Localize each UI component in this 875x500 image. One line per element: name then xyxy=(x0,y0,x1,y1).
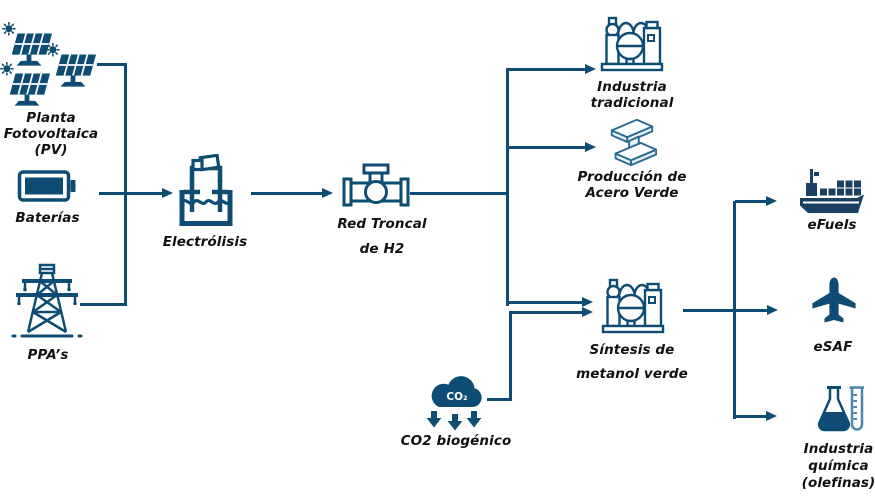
arrowhead-to-electrolysis xyxy=(162,188,173,198)
label-pv-line1: Planta xyxy=(26,110,76,126)
connector-to-methanol xyxy=(508,301,582,304)
connector-left-junction-vertical xyxy=(124,63,127,306)
connector-right-branch-vertical xyxy=(733,201,736,419)
cargo-ship-icon xyxy=(799,167,865,215)
arrowhead-to-esaf xyxy=(767,305,778,315)
label-esaf: eSAF xyxy=(813,339,853,355)
battery-icon xyxy=(17,166,77,206)
arrowhead-to-green-steel xyxy=(585,142,596,152)
arrowhead-to-h2-backbone xyxy=(322,188,333,198)
pipeline-valve-icon xyxy=(341,161,411,213)
arrowhead-to-traditional-industry xyxy=(585,64,596,74)
connector-to-efuels xyxy=(735,200,766,203)
label-h2-backbone: Red Troncal de H2 xyxy=(337,216,427,257)
co2-cloud-label: CO₂ xyxy=(446,391,468,403)
label-green-methanol: Síntesis de metanol verde xyxy=(576,342,688,382)
label-ppa: PPA’s xyxy=(27,347,69,363)
solar-panel-icon xyxy=(0,62,54,108)
connector-co2-elbow xyxy=(487,398,512,401)
solar-panel-icon xyxy=(46,43,100,89)
connector-co2-to-methanol xyxy=(511,311,582,314)
transmission-tower-icon xyxy=(11,262,83,344)
connector-to-green-steel xyxy=(508,146,585,149)
chemical-plant-icon xyxy=(600,10,664,72)
arrowhead-to-methanol xyxy=(582,297,593,307)
label-chemical-industry: Industria química (olefinas) xyxy=(801,441,875,491)
connector-valve-to-branch xyxy=(410,192,509,195)
connector-branch-vertical xyxy=(506,68,509,306)
flask-icon xyxy=(810,384,864,436)
connector-to-chemical-industry xyxy=(735,415,766,418)
label-pv: Planta Fotovoltaica (PV) xyxy=(0,110,102,158)
label-electrolysis: Electrólisis xyxy=(162,234,248,250)
arrowhead-co2-to-methanol xyxy=(582,307,593,317)
connector-batteries-to-electrolysis xyxy=(99,192,162,195)
connector-to-traditional-industry xyxy=(508,68,585,71)
steel-beam-icon xyxy=(604,114,660,168)
arrowhead-to-chemical-industry xyxy=(766,411,777,421)
connector-co2-vertical xyxy=(509,311,512,401)
connector-ppa-elbow xyxy=(80,303,127,306)
chemical-plant-icon xyxy=(601,272,665,334)
label-traditional-industry: Industria tradicional xyxy=(590,79,674,111)
connector-to-esaf xyxy=(736,309,767,312)
airplane-icon xyxy=(811,276,857,332)
label-biogenic-co2: CO2 biogénico xyxy=(400,433,512,449)
label-pv-line3: (PV) xyxy=(34,142,68,158)
connector-electrolysis-to-valve xyxy=(251,192,322,195)
label-efuels: eFuels xyxy=(807,217,857,233)
connector-methanol-to-right-branch xyxy=(683,309,736,312)
label-batteries: Baterías xyxy=(15,210,80,226)
co2-cloud-icon: CO₂ xyxy=(420,362,490,432)
connector-pv-elbow xyxy=(97,63,127,66)
electrolyzer-icon xyxy=(177,153,235,228)
arrowhead-to-efuels xyxy=(766,196,777,206)
label-green-steel: Producción de Acero Verde xyxy=(577,169,687,201)
label-pv-line2: Fotovoltaica xyxy=(3,126,99,142)
